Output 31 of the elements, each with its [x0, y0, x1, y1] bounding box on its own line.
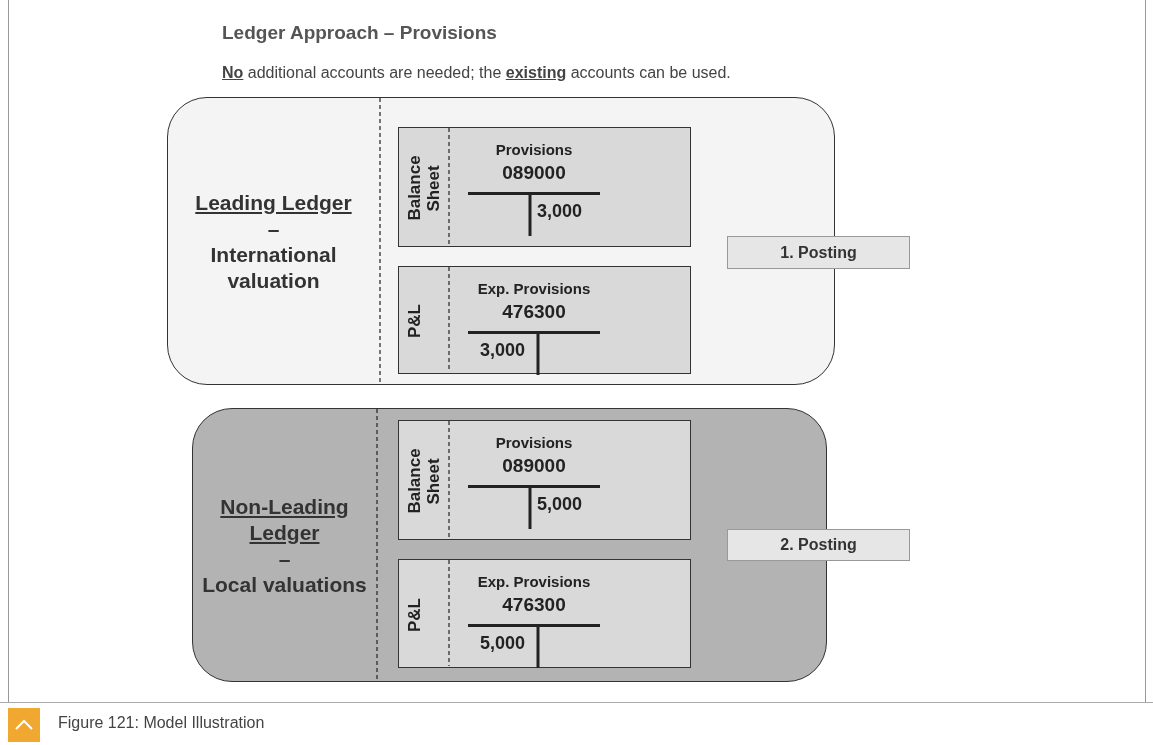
- account-name: Exp. Provisions: [476, 280, 592, 297]
- subtitle-text: No additional accounts are needed; the existing accounts can be used.: [222, 64, 731, 82]
- posting-label: 2. Posting: [727, 529, 910, 561]
- amount-text: 3,000: [537, 201, 583, 222]
- account-card: [398, 266, 691, 374]
- amount-text: 3,000: [480, 340, 526, 361]
- dash-text: –: [267, 216, 280, 242]
- amount-text: 5,000: [480, 633, 526, 654]
- amount-text: 5,000: [537, 494, 583, 515]
- account-type-label: P&L: [405, 597, 424, 632]
- diagram-title: Ledger Approach – Provisions: [222, 22, 497, 44]
- account-number: 089000: [501, 455, 567, 477]
- dash-text: –: [278, 546, 291, 572]
- account-type-label: Balance Sheet: [405, 448, 443, 514]
- account-name: Provisions: [494, 434, 574, 451]
- figure-caption: Figure 121: Model Illustration: [58, 714, 265, 732]
- account-type-label: P&L: [405, 304, 424, 338]
- account-name: Provisions: [494, 141, 574, 158]
- valuation-text: International valuation: [209, 242, 338, 294]
- account-number: 089000: [501, 162, 567, 184]
- ledger-heading: Leading Ledger: [195, 190, 352, 216]
- valuation-text: Local valuations: [202, 572, 367, 598]
- posting-label: 1. Posting: [727, 236, 910, 269]
- account-card: [398, 127, 691, 247]
- account-name: Exp. Provisions: [476, 573, 592, 590]
- account-type-label: Balance Sheet: [405, 155, 443, 221]
- account-number: 476300: [501, 594, 567, 616]
- account-card: [398, 420, 691, 540]
- account-number: 476300: [501, 301, 567, 323]
- ledger-heading: Non-Leading Ledger: [219, 494, 350, 546]
- account-card: [398, 559, 691, 668]
